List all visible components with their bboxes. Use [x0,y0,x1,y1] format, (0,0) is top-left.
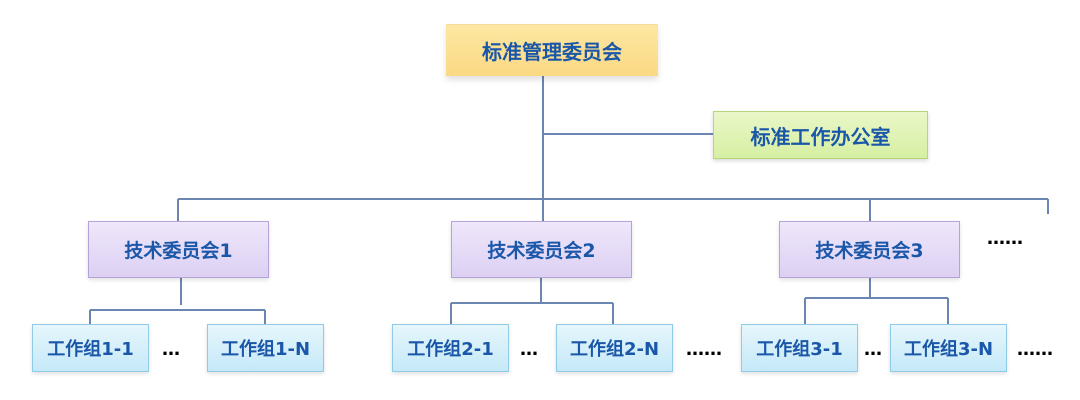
working-group-1-n-node: 工作组1-N [207,324,324,372]
working-group-3-n-node: 工作组3-N [890,324,1007,372]
more-committees-ellipsis: …… [987,228,1023,249]
after-group-2-ellipsis: …… [686,339,722,360]
group-1-ellipsis: … [162,339,180,360]
working-group-2-1-label: 工作组2-1 [407,339,494,360]
technical-committee-2-label: 技术委员会2 [487,240,596,262]
technical-committee-3-node: 技术委员会3 [779,221,960,278]
standard-committee-node: 标准管理委员会 [446,24,658,76]
technical-committee-3-label: 技术委员会3 [815,240,924,262]
working-group-3-1-node: 工作组3-1 [741,324,858,372]
working-group-3-n-label: 工作组3-N [903,339,994,360]
standard-office-node: 标准工作办公室 [713,111,928,159]
working-group-1-1-node: 工作组1-1 [32,324,149,372]
technical-committee-2-node: 技术委员会2 [451,221,632,278]
working-group-3-1-label: 工作组3-1 [756,339,843,360]
after-group-3-ellipsis: …… [1017,339,1053,360]
technical-committee-1-label: 技术委员会1 [124,240,233,262]
working-group-2-n-label: 工作组2-N [569,339,660,360]
group-2-ellipsis: … [520,339,538,360]
standard-office-label: 标准工作办公室 [750,124,891,149]
working-group-1-1-label: 工作组1-1 [47,339,134,360]
standard-committee-label: 标准管理委员会 [482,40,622,64]
working-group-2-1-node: 工作组2-1 [392,324,509,372]
working-group-1-n-label: 工作组1-N [220,339,311,360]
working-group-2-n-node: 工作组2-N [556,324,673,372]
technical-committee-1-node: 技术委员会1 [88,221,269,278]
group-3-ellipsis: … [864,339,882,360]
